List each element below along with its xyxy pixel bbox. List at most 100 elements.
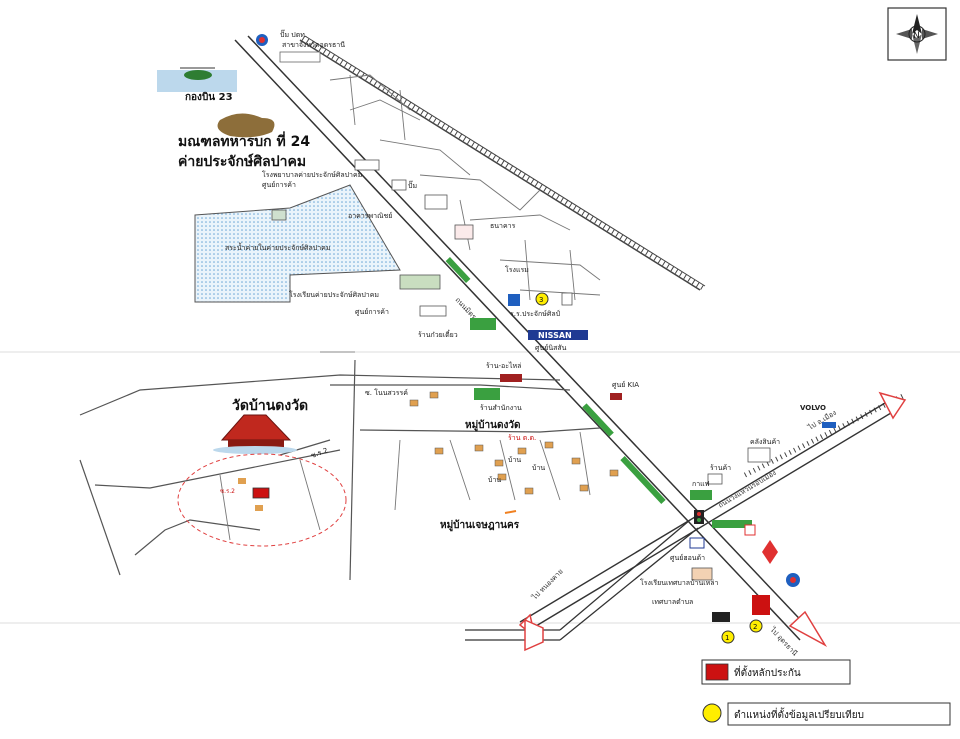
pt-station-label: ปั๊ม ปตท. xyxy=(280,29,307,39)
road-label-bankhao: ไป หนองคาย xyxy=(529,567,564,602)
small-label: บ้าน xyxy=(532,464,545,472)
municipal-area: เทศบาลตำบล 1 2 xyxy=(652,595,770,644)
building-icon xyxy=(707,473,723,485)
collateral-legend-icon xyxy=(705,663,729,681)
compass-letter: N xyxy=(913,31,920,41)
kabri-label: กาแฟ xyxy=(692,480,710,488)
collateral-radius xyxy=(177,453,347,547)
fort-unit-label: กองบิน 23 xyxy=(185,91,233,103)
building-icon xyxy=(712,612,730,622)
military-circle-label: มณฑลทหารบก ที่ 24 xyxy=(178,131,310,150)
store-label: ร้านค้า xyxy=(710,464,731,472)
house-icon xyxy=(494,459,504,467)
store-logo-icon xyxy=(752,595,770,615)
nissan-center-label: ศูนย์นิสสัน xyxy=(535,344,567,352)
building-icon xyxy=(279,51,321,63)
market-label: ศูนย์การค้า xyxy=(355,308,389,316)
car-icon xyxy=(822,422,836,428)
marker-number: 1 xyxy=(725,634,729,642)
small-label: บ้าน xyxy=(488,476,501,484)
kia-label: ศูนย์ KIA xyxy=(612,381,639,389)
house-icon xyxy=(517,447,527,455)
north-arrow-icon: N xyxy=(887,7,947,61)
interchange-area: คลังสินค้า ร้านค้า กาแฟ xyxy=(690,438,780,536)
main-road: ถนนมิตรภาพ xyxy=(234,35,828,647)
school-icon xyxy=(399,274,441,290)
village-dongwat: หมู่บ้านดงวัด ร้าน ต.ต. xyxy=(465,419,536,442)
military-circle: มณฑลทหารบก ที่ 24 ค่ายประจักษ์ศิลปาคม xyxy=(178,113,310,170)
nissan-dealer: NISSAN ศูนย์นิสสัน xyxy=(528,330,588,352)
houses: บ้าน บ้าน บ้าน xyxy=(409,391,619,495)
comparable-legend-icon xyxy=(702,703,722,723)
green-sign xyxy=(690,490,712,500)
soi-label: ซ. โนนสวรรค์ xyxy=(365,388,408,397)
temple-label: วัดบ้านดงวัด xyxy=(232,398,308,414)
fort-unit: กองบิน 23 xyxy=(157,67,237,103)
place-label: ธนาคาร xyxy=(490,222,516,230)
marker-number: 2 xyxy=(753,623,757,631)
building-icon xyxy=(419,305,447,317)
building-icon xyxy=(271,209,287,221)
nameplate-label: ร้าน ต.ต. xyxy=(508,434,536,442)
pt-station-marker: ปั๊ม ปตท. สาขาจังหวัดอุดรธานี xyxy=(256,29,345,63)
place-label: โรงแรม xyxy=(505,265,529,274)
volvo-dealer: VOLVO xyxy=(800,404,836,428)
school-icon xyxy=(691,567,713,581)
tiles-label: ร้านก๋วยเตี๋ยว xyxy=(418,330,458,339)
place-label: ศูนย์การค้า xyxy=(262,181,296,189)
mitsubishi-logo-icon xyxy=(762,540,778,552)
house-icon xyxy=(524,487,534,495)
place-label: อาคารพาณิชย์ xyxy=(348,212,392,220)
house-icon xyxy=(434,447,444,455)
north-places: โรงพยาบาลค่ายประจักษ์ศิลปาคม ศูนย์การค้า… xyxy=(262,159,529,274)
comparable-marker xyxy=(535,292,549,306)
local-roads-north xyxy=(329,74,601,301)
traffic-light-icon xyxy=(694,510,704,524)
road-name-ring: ถนนวงแหวนรอบเมือง xyxy=(717,469,778,510)
honda-logo-icon xyxy=(689,537,705,549)
house-icon xyxy=(409,399,419,407)
building-icon xyxy=(391,179,407,191)
map-legend: ที่ตั้งหลักประกัน ตำแหน่งที่ตั้งข้อมูลเป… xyxy=(701,659,951,726)
car-icon xyxy=(610,393,622,400)
info-icon xyxy=(508,294,520,306)
village-dongwat-label: หมู่บ้านดงวัด xyxy=(465,419,520,432)
honda-label: ศูนย์ฮอนด้า xyxy=(670,554,705,562)
building-icon xyxy=(561,292,573,306)
kia-dealer: ร้าน-อะไหล่ ศูนย์ KIA ร้านสำนักงาน ซ. โน… xyxy=(365,361,639,412)
road-arrow-icon xyxy=(524,618,544,652)
village-jetsada-label: หมู่บ้านเจษฎานคร xyxy=(440,519,520,532)
cafe-label: ร้านสำนักงาน xyxy=(480,404,522,412)
house-icon xyxy=(579,484,589,492)
green-sign xyxy=(474,388,500,400)
small-label: บ้าน xyxy=(508,456,521,464)
building-icon xyxy=(454,224,474,240)
seven-eleven-icon xyxy=(712,520,752,528)
nissan-logo-icon xyxy=(528,330,588,340)
road-arrow-icon xyxy=(788,610,828,647)
fort-image xyxy=(157,70,237,92)
house-icon xyxy=(429,391,439,399)
nissan-sub-label: ร.ร.ประจักษ์ศิลป์ xyxy=(510,310,561,318)
camp-pond-area: สระน้ำค่ายในค่ายประจักษ์ศิลปาคม xyxy=(194,184,401,303)
house-icon xyxy=(609,469,619,477)
house-icon xyxy=(238,478,246,484)
kasikorn-label: สาขาจังหวัดอุดรธานี xyxy=(282,41,345,49)
tech-school-label: โรงเรียนเทศบาลบ้านเหล่า xyxy=(640,578,719,587)
local-roads-village xyxy=(79,359,601,581)
green-sign xyxy=(470,318,496,330)
collateral-site: ซ.ร.2 ซ.ร.2 xyxy=(177,446,347,547)
house-icon xyxy=(497,473,507,481)
warehouse-label: คลังสินค้า xyxy=(750,438,780,446)
military-icon xyxy=(217,113,275,138)
collateral-sublabel: ซ.ร.2 xyxy=(220,488,235,495)
nissan-brand: NISSAN xyxy=(538,331,572,340)
village-road-label: ซ.ร.2 xyxy=(310,446,329,459)
comparable-marker xyxy=(749,619,763,633)
comparable-markers-north: 3 ร.ร.ประจักษ์ศิลป์ xyxy=(508,292,573,318)
comparable-marker xyxy=(721,630,735,644)
place-label: โรงพยาบาลค่ายประจักษ์ศิลปาคม xyxy=(262,170,362,179)
green-strip xyxy=(445,256,471,284)
